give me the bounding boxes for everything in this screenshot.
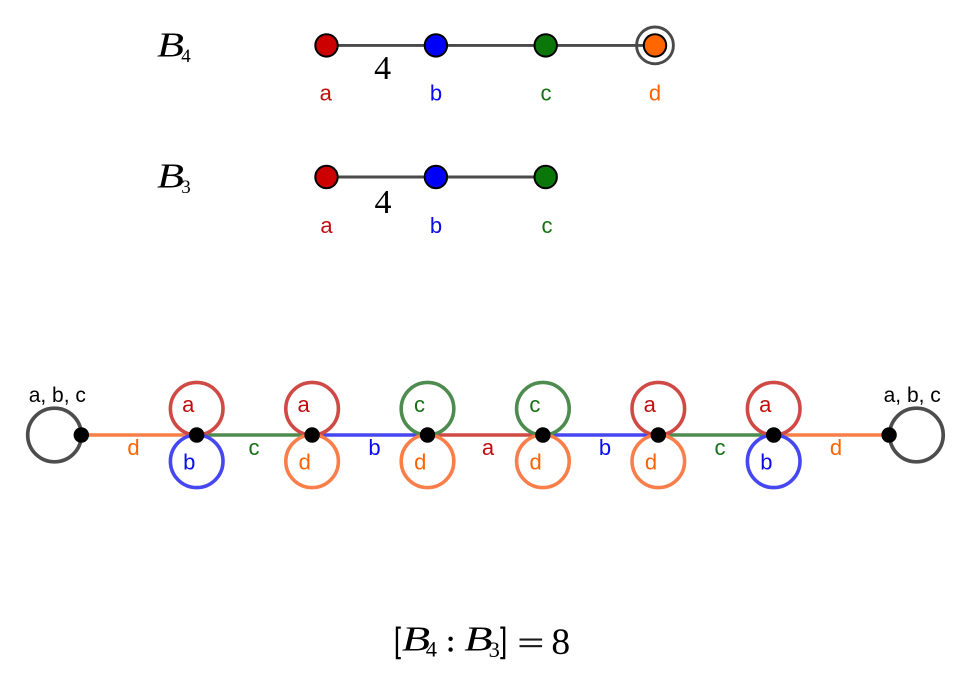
svg-text:c: c bbox=[414, 392, 425, 417]
svg-text:3: 3 bbox=[181, 177, 191, 198]
svg-text:d: d bbox=[645, 450, 657, 475]
svg-text:d: d bbox=[649, 81, 661, 106]
svg-text:a, b, c: a, b, c bbox=[884, 384, 941, 407]
svg-text:b: b bbox=[760, 450, 772, 475]
svg-text:B: B bbox=[157, 157, 184, 196]
svg-text:d: d bbox=[830, 435, 842, 460]
svg-text:4: 4 bbox=[374, 50, 391, 87]
svg-text:a: a bbox=[482, 435, 495, 460]
svg-text:B: B bbox=[402, 619, 430, 658]
svg-text:a, b, c: a, b, c bbox=[29, 384, 86, 407]
svg-text:a: a bbox=[182, 392, 195, 417]
svg-text:b: b bbox=[368, 435, 380, 460]
svg-text:d: d bbox=[414, 450, 426, 475]
svg-text:d: d bbox=[529, 450, 541, 475]
svg-text:b: b bbox=[430, 81, 442, 106]
svg-text:a: a bbox=[644, 392, 657, 417]
svg-text:a: a bbox=[297, 392, 310, 417]
svg-text:c: c bbox=[529, 392, 540, 417]
svg-text:d: d bbox=[127, 435, 139, 460]
svg-text:c: c bbox=[715, 435, 726, 460]
svg-text:4: 4 bbox=[426, 636, 437, 661]
svg-text:a: a bbox=[320, 213, 333, 238]
svg-text:d: d bbox=[299, 450, 311, 475]
svg-text:4: 4 bbox=[181, 46, 191, 67]
svg-text:3: 3 bbox=[489, 637, 500, 662]
svg-text:b: b bbox=[183, 450, 195, 475]
svg-text:c: c bbox=[542, 213, 553, 238]
svg-text:c: c bbox=[541, 81, 552, 106]
svg-text:8: 8 bbox=[551, 622, 570, 663]
svg-text:c: c bbox=[249, 435, 260, 460]
svg-text:4: 4 bbox=[375, 184, 392, 221]
svg-text:b: b bbox=[430, 213, 442, 238]
svg-text:B: B bbox=[157, 26, 184, 65]
svg-text:a: a bbox=[320, 81, 333, 106]
svg-text:b: b bbox=[599, 435, 611, 460]
svg-text:a: a bbox=[759, 392, 772, 417]
svg-text:B: B bbox=[464, 619, 492, 658]
